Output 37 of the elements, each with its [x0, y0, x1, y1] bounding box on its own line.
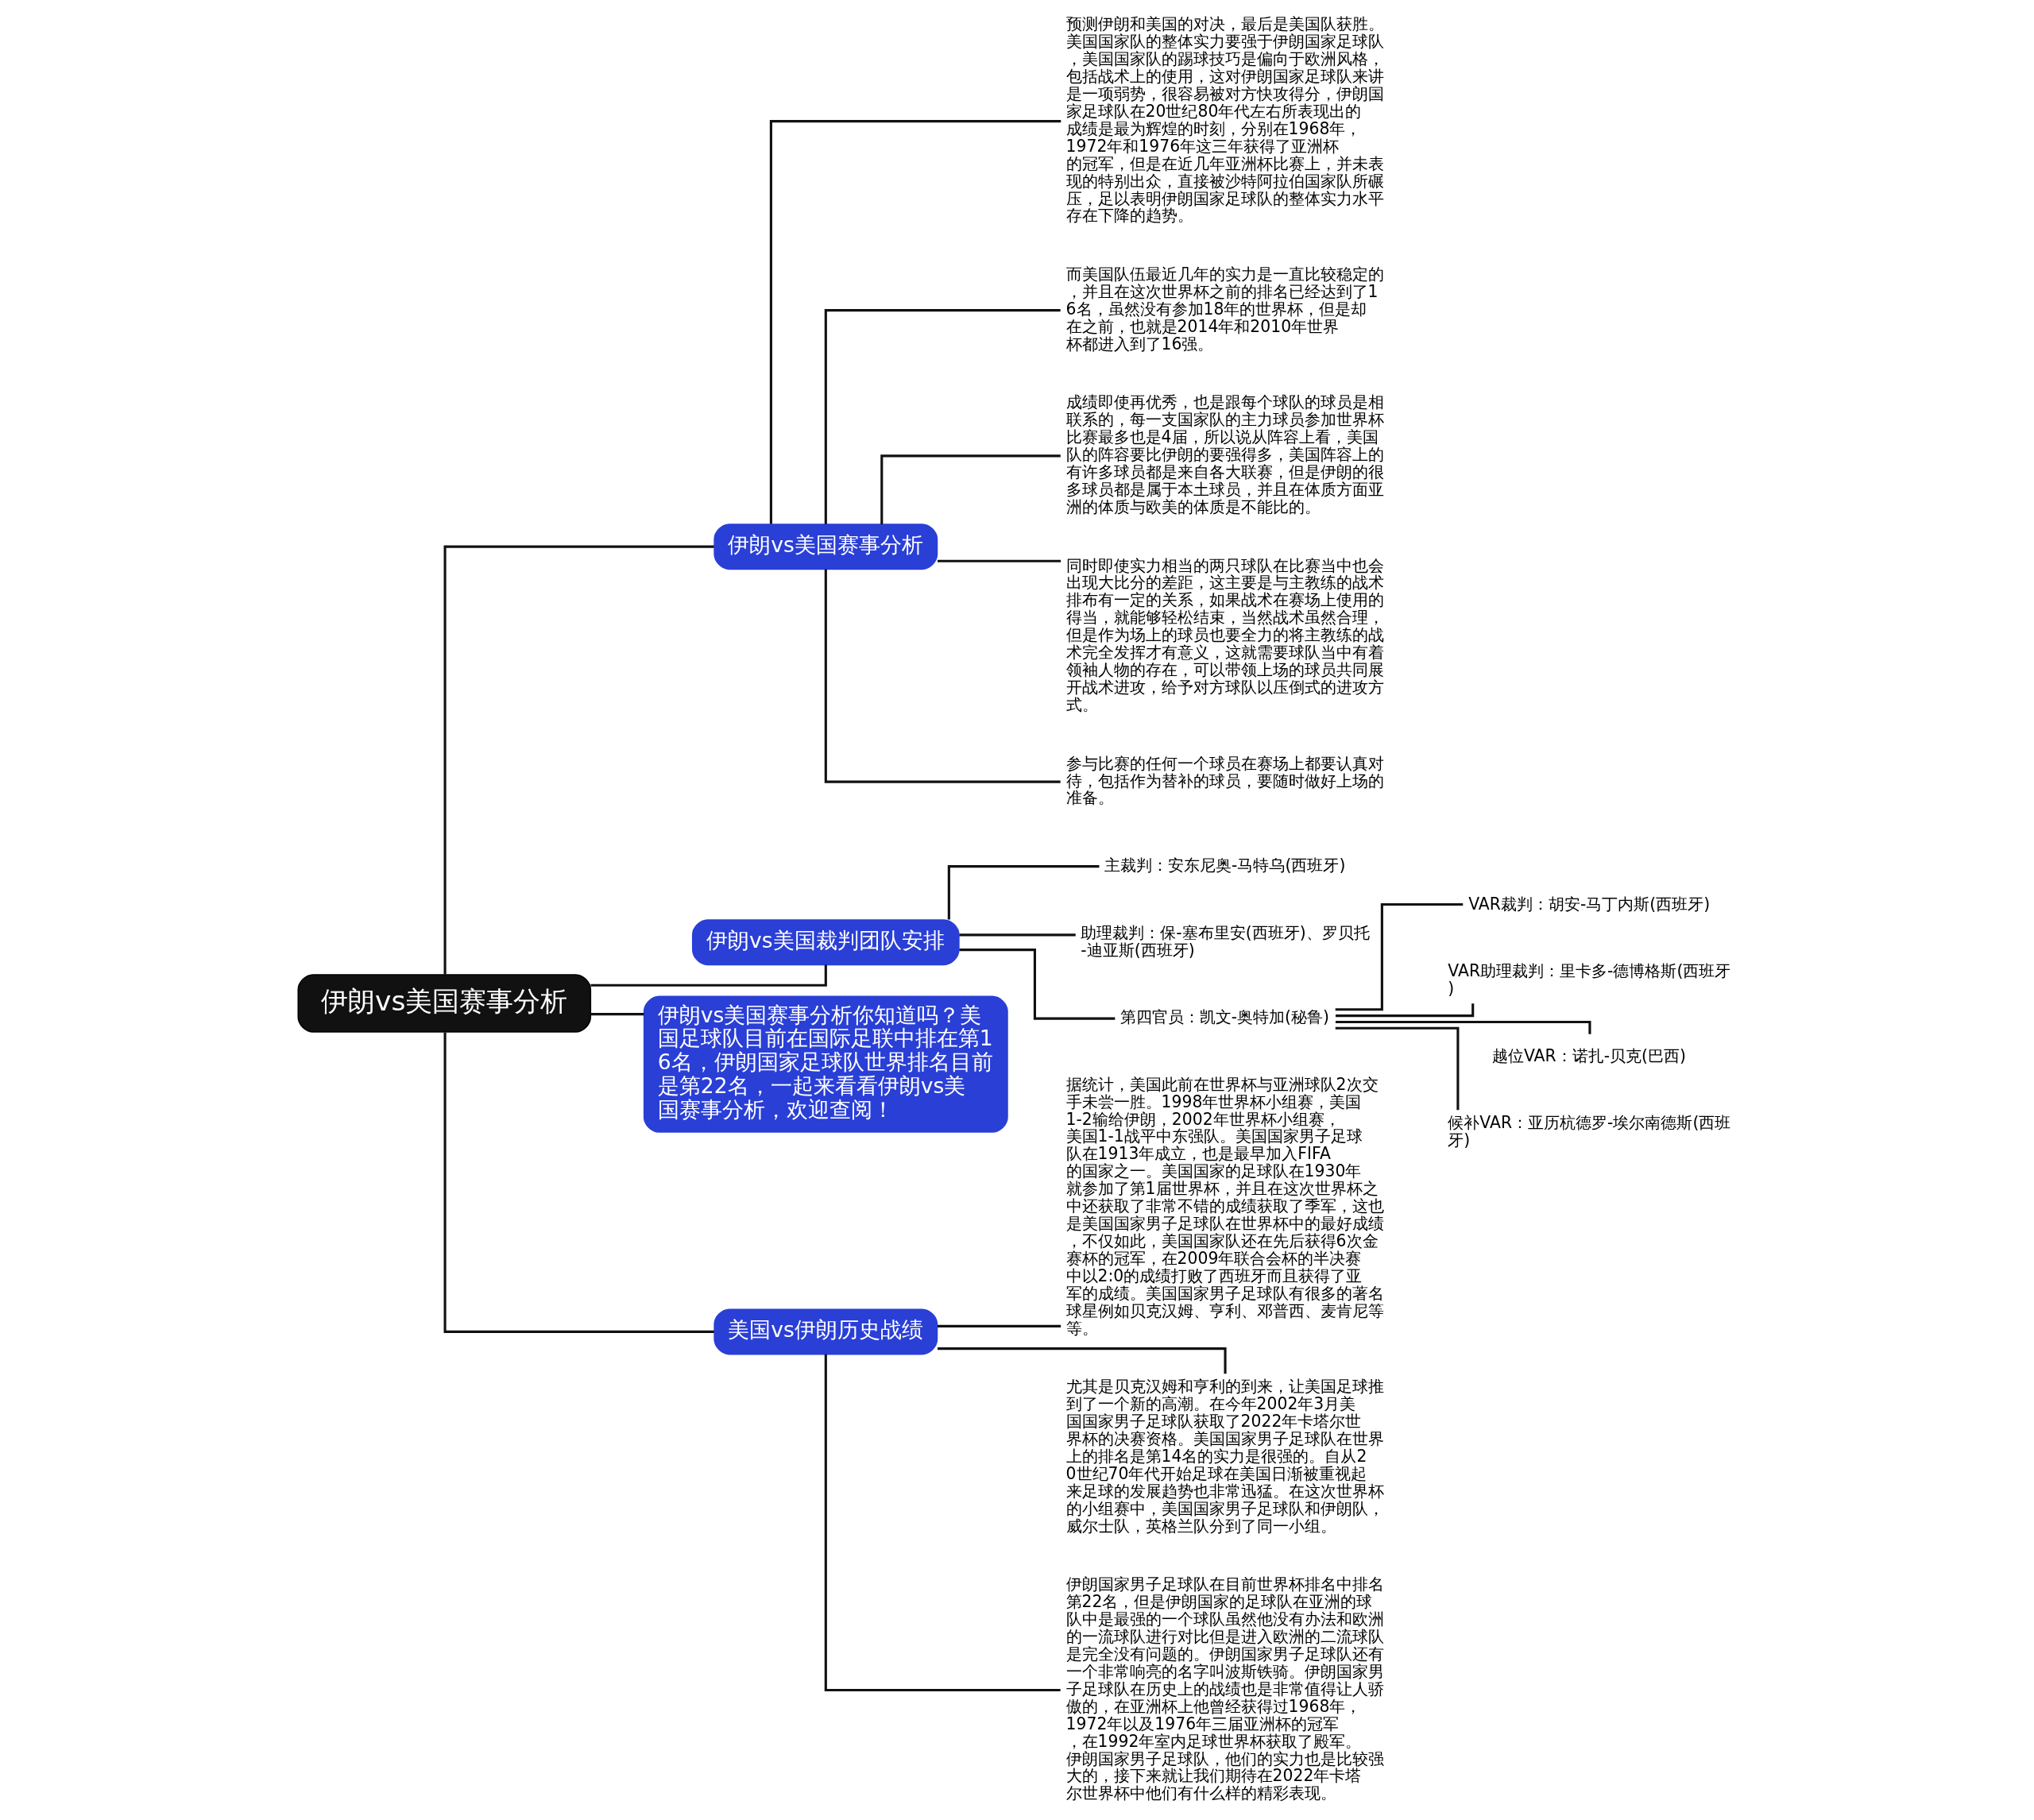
- node-box: 伊朗vs美国赛事分析你知道吗？美国足球队目前在国际足联中排在第16名，伊朗国家足球队世界排名目前是第22名，一起来看看伊朗vs美国赛事分析，欢迎查阅！: [643, 995, 1008, 1133]
- connector: [937, 1324, 1061, 1327]
- node-text: 而美国队伍最近几年的实力是一直比较稳定的，并且在这次世界杯之前的排名已经达到了16名，虽然没有参加18年的世界杯，但是却在之前，也就是2014年和2010年世界杯都进入到了16强。: [1065, 265, 1384, 354]
- node-text: 预测伊朗和美国的对决，最后是美国队获胜。美国国家队的整体实力要强于伊朗国家足球队，美国国家队的踢球技巧是偏向于欧洲风格，包括战术上的使用，这对伊朗国家足球队来讲是一项弱势，很容易被对方快攻得分，伊朗国家足球队在20世纪80年代左右所表现出的成绩是最为辉煌的时刻，分别在1968年，1972年和1976年这三年获得了亚洲杯的冠军，但是在近几年亚洲杯比赛上，并未表现的特别出众，直接被沙特阿拉伯国家队所碾压，足以表明伊朗国家足球队的整体实力水平存在下降的趋势。: [1065, 14, 1384, 226]
- node-text: 尤其是贝克汉姆和亨利的到来，让美国足球推到了一个新的高潮。在今年2002年3月美国国家男子足球队获取了2022年卡塔尔世界杯的决赛资格。美国国家男子足球队在世界上的排名是第14名的实力是很强的。自从20世纪70年代开始足球在美国日渐被重视起来足球的发展趋势也非常迅猛。在这次世界杯的小组赛中，美国国家男子足球队和伊朗队，威尔士队，英格兰队分到了同一小组。: [1065, 1377, 1384, 1536]
- node-text: VAR助理裁判：里卡多-德博格斯(西班牙): [1447, 961, 1730, 999]
- connector: [590, 1013, 644, 1016]
- node-text: 同时即使实力相当的两只球队在比赛当中也会出现大比分的差距，这主要是与主教练的战术排布有一定的关系，如果战术在赛场上使用的得当，就能够轻松结束，当然战术虽然合理，但是作为场上的球员也要全力的将主教练的战术完全发挥才有意义，这就需要球队当中有着领袖人物的存在，可以带领上场的球员共同展开战术进攻，给予对方球队以压倒式的进攻方式。: [1065, 555, 1384, 714]
- node-text: 伊朗国家男子足球队在目前世界杯排名中排名第22名，但是伊朗国家的足球队在亚洲的球队中是最强的一个球队虽然他没有办法和欧洲的一流球队进行对比但是进入欧洲的二流球队是完全没有问题的。伊朗国家男子足球队还有一个非常响亮的名字叫波斯铁骑。伊朗国家男子足球队在历史上的战绩也是非常值得让人骄傲的，在亚洲杯上他曾经获得过1968年，1972年以及1976年三届亚洲杯的冠军，在1992年室内足球世界杯获取了殿军。伊朗国家男子足球队，他们的实力也是比较强大的，接下来就让我们期待在2022年卡塔尔世界杯中他们有什么样的精彩表现。: [1065, 1575, 1384, 1803]
- node-box: 伊朗vs美国赛事分析: [713, 524, 938, 570]
- connector: [937, 559, 1061, 562]
- connector: [824, 309, 1061, 524]
- connector: [880, 454, 1061, 524]
- node-text: 参与比赛的任何一个球员在赛场上都要认真对待，包括作为替补的球员，要随时做好上场的准备。: [1065, 753, 1384, 808]
- node-text: 越位VAR：诺扎-贝克(巴西): [1491, 1045, 1686, 1065]
- node-box: 伊朗vs美国裁判团队安排: [691, 919, 960, 966]
- node-text: 主裁判：安东尼奥-马特乌(西班牙): [1104, 856, 1345, 875]
- connector: [443, 1032, 714, 1333]
- connector: [958, 933, 1076, 937]
- connector: [824, 569, 1061, 783]
- connector: [590, 964, 827, 987]
- node-text: 成绩即使再优秀，也是跟每个球队的球员是相联系的，每一支国家队的主力球员参加世界杯比赛最多也是4届，所以说从阵容上看，美国队的阵容要比伊朗的要强得多，美国阵容上的有许多球员都是来自各大联赛，但是伊朗的很多球员都是属于本土球员，并且在体质方面亚洲的体质与欧美的体质是不能比的。: [1065, 392, 1384, 516]
- connector: [443, 545, 714, 975]
- connector: [947, 865, 1099, 920]
- node-text: 助理裁判：保-塞布里安(西班牙)、罗贝托-迪亚斯(西班牙): [1080, 922, 1370, 960]
- connector: [824, 1354, 1061, 1692]
- node-text: VAR裁判：胡安-马丁内斯(西班牙): [1467, 894, 1710, 914]
- connector: [1335, 1026, 1459, 1111]
- node-text: 据统计，美国此前在世界杯与亚洲球队2次交手未尝一胜。1998年世界杯小组赛，美国1-2输给伊朗，2002年世界杯小组赛，美国1-1战平中东强队。美国国家男子足球队在1913年成立，也是最早加入FIFA的国家之一。美国国家的足球队在1930年就参加了第1届世界杯，并且在这次世界杯之中还获取了非常不错的成绩获取了季军，这也是美国国家男子足球队在世界杯中的最好成绩，不仅如此，美国国家队还在先后获得6次金赛杯的冠军，在2009年联合会杯的半决赛中以2:0的成绩打败了西班牙而且获得了亚军的成绩。美国国家男子足球队有很多的著名球星例如贝克汉姆、亨利、邓普西、麦肯尼等等。: [1065, 1074, 1384, 1338]
- node-text: 第四官员：凯文-奥特加(秘鲁): [1119, 1007, 1329, 1027]
- node-box: 伊朗vs美国赛事分析: [296, 974, 591, 1033]
- connector: [958, 949, 1115, 1020]
- node-box: 美国vs伊朗历史战绩: [713, 1308, 938, 1355]
- node-text: 候补VAR：亚历杭德罗-埃尔南德斯(西班牙): [1447, 1113, 1730, 1150]
- connector: [1335, 902, 1463, 1011]
- connector: [1335, 1003, 1474, 1018]
- connector: [769, 120, 1061, 524]
